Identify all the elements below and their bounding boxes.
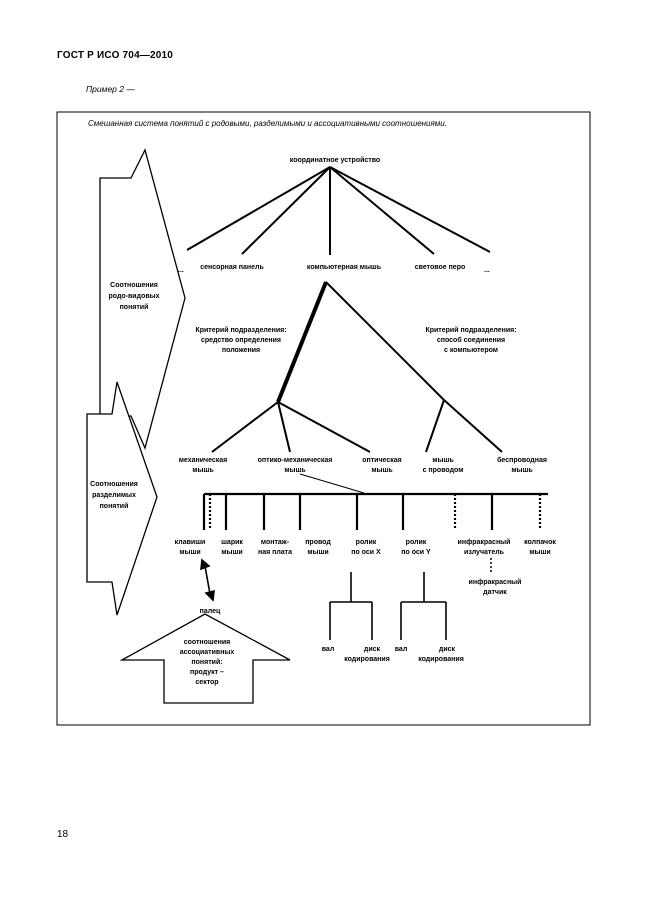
concept-finger: палец bbox=[200, 608, 221, 615]
mouse-wired-1: мышь bbox=[432, 457, 454, 464]
criterion-left-3: положения bbox=[222, 347, 260, 354]
part-rollerx-1: ролик bbox=[356, 539, 377, 546]
ellipsis-left: ... bbox=[178, 267, 184, 274]
part-irled-2: излучатель bbox=[464, 549, 505, 556]
generic-relation-line-3: понятий bbox=[120, 303, 149, 311]
criterion-right-1: Критерий подразделения: bbox=[425, 326, 516, 334]
associative-relation-line-4: продукт – bbox=[190, 669, 224, 676]
figure-frame bbox=[56, 111, 591, 726]
criterion-right-3: с компьютером bbox=[444, 347, 498, 354]
mouse-wireless-2: мышь bbox=[511, 467, 533, 474]
associative-relation-line-3: понятий: bbox=[191, 658, 222, 666]
roller-y-disc-1: диск bbox=[439, 646, 456, 653]
criterion-right-2: способ соединения bbox=[437, 336, 505, 344]
standard-header: ГОСТ Р ИСО 704—2010 bbox=[57, 50, 174, 61]
concept-computer-mouse: компьютерная мышь bbox=[307, 264, 382, 271]
roller-y-disc-2: кодирования bbox=[418, 656, 464, 663]
part-housing-2: мыши bbox=[529, 549, 550, 556]
root-concept: координатное устройство bbox=[290, 156, 380, 164]
part-irsensor-1: инфракрасный bbox=[469, 578, 522, 586]
root-branches bbox=[186, 166, 491, 255]
part-rollery-2: по оси Y bbox=[401, 549, 431, 556]
mouse-subdivision-lines bbox=[276, 281, 445, 403]
roller-x-tree bbox=[329, 572, 373, 640]
mouse-wired-2: с проводом bbox=[423, 467, 464, 474]
mouse-wireless-1: беспроводная bbox=[497, 456, 547, 464]
part-irled-1: инфракрасный bbox=[458, 538, 511, 546]
mouse-optical-2: мышь bbox=[371, 467, 393, 474]
part-board-2: ная плата bbox=[258, 549, 292, 556]
part-rollerx-2: по оси X bbox=[351, 549, 381, 556]
generic-relation-line-2: родо-видовых bbox=[108, 293, 159, 300]
associative-relation-line-5: сектор bbox=[195, 679, 218, 686]
mouse-optomech-2: мышь bbox=[284, 467, 306, 474]
parts-comb bbox=[202, 473, 548, 530]
concept-light-pen: световое перо bbox=[415, 264, 466, 271]
mouse-optical-1: оптическая bbox=[362, 457, 401, 464]
figure-caption: Смешанная система понятий с родовыми, ра… bbox=[88, 119, 447, 128]
part-keys-1: клавиши bbox=[175, 539, 206, 546]
mouse-optomech-1: оптико-механическая bbox=[258, 457, 333, 464]
part-housing-1: колпачок bbox=[524, 539, 556, 546]
partitive-relation-line-2: разделимых bbox=[92, 492, 136, 499]
roller-x-disc-2: кодирования bbox=[344, 656, 390, 663]
roller-y-shaft: вал bbox=[395, 646, 408, 653]
part-cord-2: мыши bbox=[307, 549, 328, 556]
part-rollery-1: ролик bbox=[406, 539, 427, 546]
partitive-relation-line-1: Соотношения bbox=[90, 481, 138, 488]
mouse-mechanical-1: механическая bbox=[179, 457, 228, 464]
part-keys-2: мыши bbox=[179, 549, 200, 556]
mouse-mechanical-2: мышь bbox=[192, 467, 214, 474]
associative-relation-line-1: соотношения bbox=[184, 639, 231, 646]
part-board-1: монтаж- bbox=[261, 539, 290, 546]
part-ball-1: шарик bbox=[221, 539, 243, 546]
criterion-left-1: Критерий подразделения: bbox=[195, 326, 286, 334]
part-irsensor-2: датчик bbox=[483, 589, 507, 596]
example-label: Пример 2 — bbox=[86, 84, 135, 94]
partitive-relation-line-3: понятий bbox=[100, 502, 129, 510]
associative-relation-line-2: ассоциативных bbox=[180, 649, 235, 656]
associative-relation-arrow bbox=[119, 613, 291, 704]
part-ball-2: мыши bbox=[221, 549, 242, 556]
criterion-left-2: средство определения bbox=[201, 337, 281, 344]
concept-sensor-panel: сенсорная панель bbox=[200, 264, 264, 271]
part-cord-1: провод bbox=[305, 539, 331, 546]
roller-x-shaft: вал bbox=[322, 646, 335, 653]
roller-x-disc-1: диск bbox=[364, 646, 381, 653]
mouse-type-branches bbox=[211, 399, 503, 453]
ellipsis-right: ... bbox=[484, 267, 490, 274]
generic-relation-line-1: Соотношения bbox=[110, 282, 158, 289]
partitive-relation-arrow bbox=[86, 381, 158, 616]
associative-double-arrow bbox=[200, 558, 215, 602]
roller-y-tree bbox=[400, 572, 447, 640]
page-number: 18 bbox=[57, 829, 69, 840]
